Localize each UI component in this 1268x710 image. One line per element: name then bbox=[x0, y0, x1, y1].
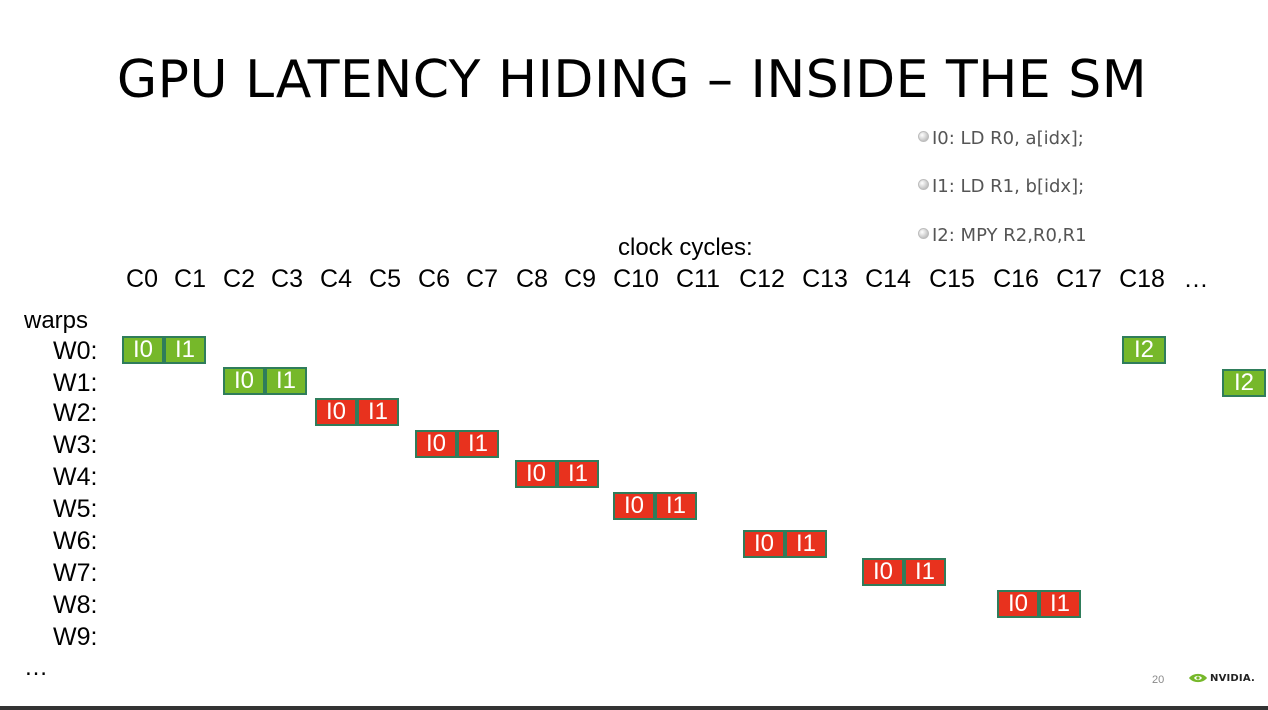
warp-label: W8: bbox=[53, 591, 98, 619]
nvidia-wordmark: NVIDIA. bbox=[1210, 672, 1255, 684]
warp-label: W6: bbox=[53, 527, 98, 555]
cycle-label: C6 bbox=[418, 265, 450, 293]
cycle-label: C14 bbox=[865, 265, 911, 293]
cycle-label: C2 bbox=[223, 265, 255, 293]
instruction-item: I0: LD R0, a[idx]; bbox=[918, 128, 1084, 149]
page-number: 20 bbox=[1152, 674, 1165, 686]
warp-label: W9: bbox=[53, 623, 98, 651]
instruction-text: I2: MPY R2,R0,R1 bbox=[932, 225, 1087, 246]
warp-label: W0: bbox=[53, 337, 98, 365]
bottom-rule bbox=[0, 706, 1268, 710]
warp-label: W1: bbox=[53, 369, 98, 397]
cycle-label: C17 bbox=[1056, 265, 1102, 293]
warp-label: W5: bbox=[53, 495, 98, 523]
cycle-label: C12 bbox=[739, 265, 785, 293]
warp-label: W2: bbox=[53, 399, 98, 427]
instruction-block-w3-i0: I0 bbox=[415, 430, 457, 458]
instruction-item: I1: LD R1, b[idx]; bbox=[918, 176, 1084, 197]
instruction-text: I0: LD R0, a[idx]; bbox=[932, 128, 1084, 149]
bullet-icon bbox=[918, 179, 929, 190]
instruction-block-w6-i0: I0 bbox=[743, 530, 785, 558]
bullet-icon bbox=[918, 131, 929, 142]
slide-title: GPU LATENCY HIDING – INSIDE THE SM bbox=[116, 50, 1148, 110]
warps-heading: warps bbox=[24, 307, 89, 334]
cycle-label: C8 bbox=[516, 265, 548, 293]
nvidia-eye-icon bbox=[1189, 673, 1207, 683]
cycle-label: C5 bbox=[369, 265, 401, 293]
cycle-label: C13 bbox=[802, 265, 848, 293]
cycle-label: C4 bbox=[320, 265, 352, 293]
instruction-block-w5-i0: I0 bbox=[613, 492, 655, 520]
cycle-label: … bbox=[1183, 265, 1209, 293]
nvidia-logo: NVIDIA. bbox=[1188, 672, 1255, 684]
instruction-block-w3-i1: I1 bbox=[457, 430, 499, 458]
instruction-block-w1-i1: I1 bbox=[265, 367, 307, 395]
warp-label: W7: bbox=[53, 559, 98, 587]
instruction-item: I2: MPY R2,R0,R1 bbox=[918, 225, 1087, 246]
instruction-block-w8-i0: I0 bbox=[997, 590, 1039, 618]
instruction-block-w1-i2: I2 bbox=[1222, 369, 1266, 397]
instruction-block-w7-i0: I0 bbox=[862, 558, 904, 586]
instruction-block-w8-i1: I1 bbox=[1039, 590, 1081, 618]
instruction-block-w2-i1: I1 bbox=[357, 398, 399, 426]
cycle-label: C7 bbox=[466, 265, 498, 293]
instruction-block-w1-i0: I0 bbox=[223, 367, 265, 395]
warp-label: W3: bbox=[53, 431, 98, 459]
instruction-block-w0-i0: I0 bbox=[122, 336, 164, 364]
cycle-label: C18 bbox=[1119, 265, 1165, 293]
cycle-label: C15 bbox=[929, 265, 975, 293]
cycle-label: C11 bbox=[675, 265, 721, 293]
instruction-block-w4-i0: I0 bbox=[515, 460, 557, 488]
instruction-block-w5-i1: I1 bbox=[655, 492, 697, 520]
instruction-block-w7-i1: I1 bbox=[904, 558, 946, 586]
instruction-block-w0-i1: I1 bbox=[164, 336, 206, 364]
cycle-label: C3 bbox=[271, 265, 303, 293]
instruction-text: I1: LD R1, b[idx]; bbox=[932, 176, 1085, 197]
cycle-label: C9 bbox=[564, 265, 596, 293]
instruction-block-w0-i2: I2 bbox=[1122, 336, 1166, 364]
instruction-block-w6-i1: I1 bbox=[785, 530, 827, 558]
cycle-label: C10 bbox=[613, 265, 659, 293]
cycle-label: C0 bbox=[126, 265, 158, 293]
cycle-label: C16 bbox=[993, 265, 1039, 293]
instruction-block-w4-i1: I1 bbox=[557, 460, 599, 488]
warps-ellipsis: … bbox=[24, 654, 48, 681]
instruction-block-w2-i0: I0 bbox=[315, 398, 357, 426]
warp-label: W4: bbox=[53, 463, 98, 491]
clock-cycles-caption: clock cycles: bbox=[618, 234, 753, 261]
cycle-label: C1 bbox=[174, 265, 206, 293]
bullet-icon bbox=[918, 228, 929, 239]
